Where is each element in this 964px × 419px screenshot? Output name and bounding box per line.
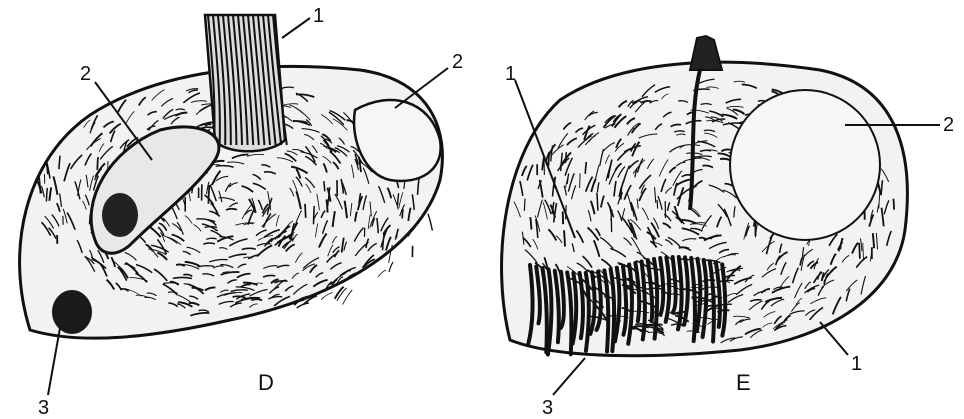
- panel-e-hatch-stroke: [580, 173, 581, 188]
- panel-d-leader-1: [282, 18, 310, 38]
- panel-d-caption: D: [258, 370, 274, 395]
- panel-e-hatch-stroke: [859, 243, 860, 259]
- panel-d-hatch-stroke: [46, 188, 47, 202]
- panel-e-callout-1a: 1: [505, 63, 516, 85]
- panel-e-hatch-stroke: [621, 188, 622, 199]
- panel-d-hatch-stroke: [208, 185, 209, 204]
- panel-e-hatch-stroke: [530, 217, 531, 230]
- panel-e-hatch-stroke: [893, 199, 894, 210]
- panel-e-leader-3: [553, 358, 585, 395]
- panel-d-pole: [52, 290, 92, 334]
- panel-e-cap: [730, 90, 880, 240]
- panel-e-tuft: [690, 36, 722, 70]
- panel-d-hatch-stroke: [402, 209, 403, 219]
- panel-e-hatch-stroke: [548, 153, 549, 166]
- panel-d: 1 2 2 3 D: [20, 5, 464, 419]
- panel-e-leader-1b: [820, 322, 848, 355]
- panel-e-callout-2: 2: [943, 114, 954, 136]
- panel-d-hatch-stroke: [389, 262, 393, 272]
- panel-d-leader-3: [48, 328, 60, 395]
- panel-d-callout-3: 3: [38, 397, 49, 419]
- panel-d-hatch-stroke: [314, 206, 315, 224]
- panel-e-hatch-stroke: [566, 152, 567, 163]
- panel-d-hatch-stroke: [321, 293, 333, 300]
- panel-e-hatch-stroke: [657, 200, 658, 209]
- panel-d-hatch-stroke: [378, 270, 386, 277]
- panel-e-hatch-stroke: [585, 162, 586, 174]
- panel-d-hatch-stroke: [428, 214, 432, 231]
- panel-d-callout-2a: 2: [80, 63, 91, 85]
- panel-e-callout-1b: 1: [851, 353, 862, 375]
- panel-d-callout-2b: 2: [452, 51, 463, 73]
- panel-d-callout-1: 1: [313, 5, 324, 27]
- panel-e: 1 2 1 3 E: [502, 36, 955, 419]
- panel-e-caption: E: [736, 370, 751, 395]
- panel-d-mouth: [102, 193, 138, 237]
- panel-d-hatch-stroke: [343, 290, 353, 305]
- panel-d-hatch-stroke: [297, 303, 309, 308]
- panel-e-hatch-stroke: [524, 199, 525, 211]
- panel-e-callout-3: 3: [542, 397, 553, 419]
- panel-d-hatch-stroke: [305, 204, 306, 218]
- panel-e-hatch-stroke: [564, 230, 565, 246]
- panel-d-hatch-stroke: [97, 157, 98, 170]
- panel-e-hatch-stroke: [597, 193, 598, 211]
- panel-e-hatch-stroke: [873, 233, 874, 248]
